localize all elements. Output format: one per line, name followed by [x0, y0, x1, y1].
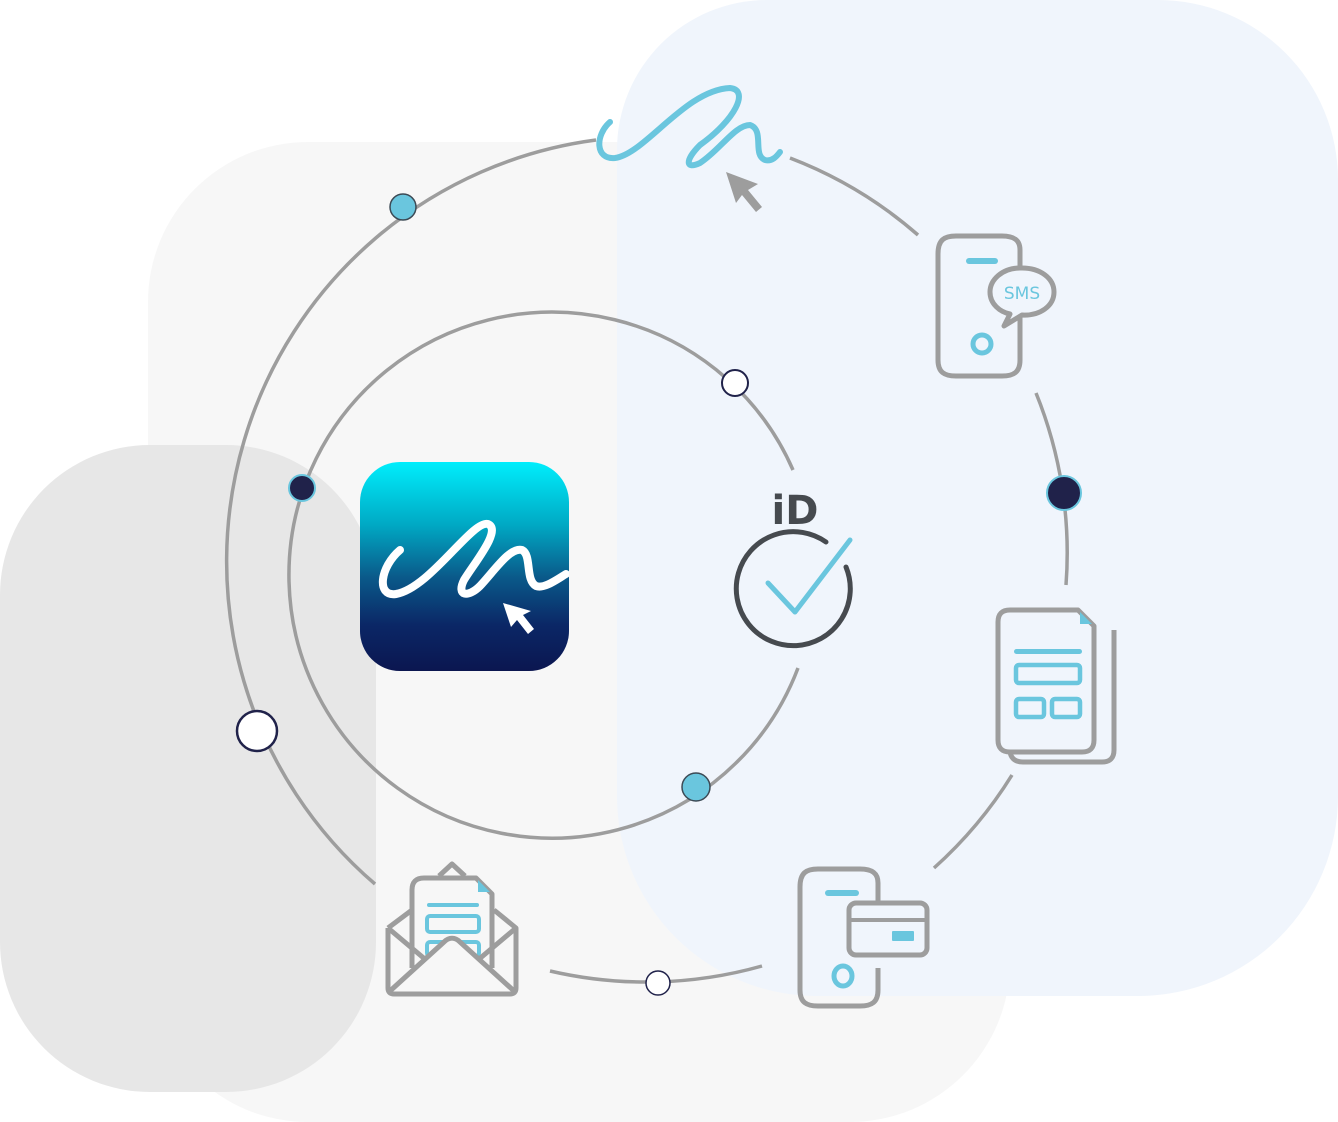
dot-white-outer-left: [235, 709, 279, 753]
signature-cursor-icon: [596, 85, 783, 212]
outer-ring-left-arc: [224, 138, 597, 886]
dot-blue-outer: [389, 193, 417, 221]
dot-white-outer-bottom: [645, 970, 671, 996]
outer-ring-lower-right-arc: [932, 774, 1014, 870]
phone-payment-icon: [797, 866, 930, 1009]
id-label: iD: [772, 488, 819, 534]
background-panel-blue: [617, 0, 1338, 996]
sms-label: SMS: [1004, 284, 1040, 304]
email-document-icon: [385, 861, 519, 997]
background-panel-left: [0, 445, 376, 1092]
dot-white-inner: [721, 369, 749, 397]
outer-ring-top-right-arc: [789, 156, 920, 237]
inner-ring-arc: [287, 310, 800, 840]
app-signature-glyph-icon: [378, 520, 570, 634]
dot-navy-outer-right: [1046, 475, 1082, 511]
id-verification-icon: iD: [733, 488, 853, 649]
dot-blue-inner-bottom: [681, 772, 711, 802]
orbit-rings: [224, 138, 1082, 996]
sms-phone-icon: SMS: [935, 233, 1057, 379]
signature-app-logo: [360, 462, 570, 671]
dot-navy-inner: [288, 474, 316, 502]
document-form-icon: [995, 607, 1117, 765]
